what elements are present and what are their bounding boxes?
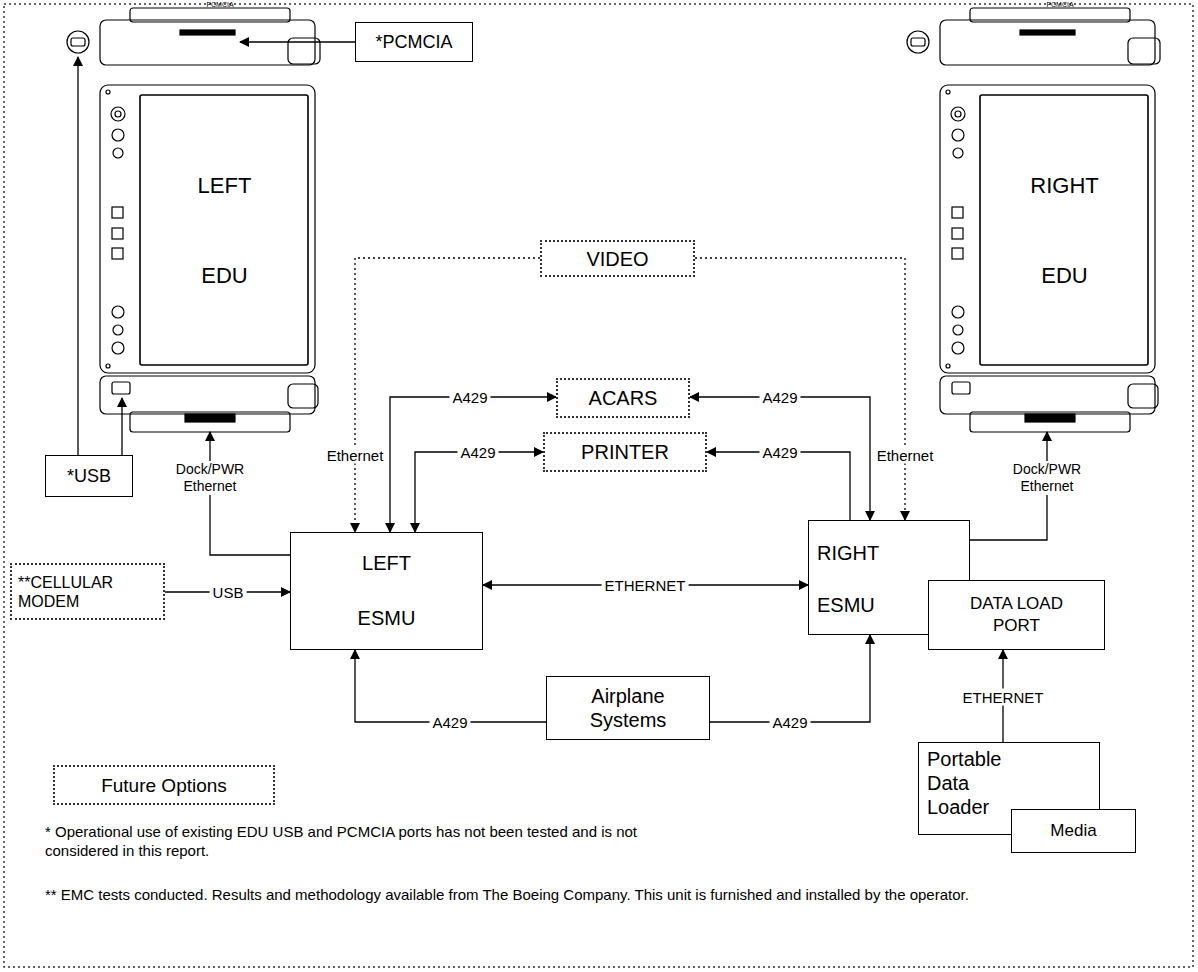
box-label: **CELLULAR MODEM — [18, 573, 157, 611]
connector — [690, 397, 870, 520]
footnote: * Operational use of existing EDU USB an… — [45, 822, 685, 860]
system-box: LEFT ESMU — [290, 532, 483, 650]
signal-label: A429 — [449, 389, 490, 406]
box-label: LEFT EDU — [185, 141, 265, 321]
connector — [355, 258, 540, 532]
system-box: ACARS — [556, 378, 690, 418]
right-edu-illustration — [907, 8, 1160, 432]
box-label: Airplane Systems — [568, 684, 688, 732]
connector — [355, 650, 546, 722]
usb-leader — [77, 57, 78, 455]
signal-label: ETHERNET — [960, 689, 1047, 706]
leader-lines — [78, 42, 355, 455]
signal-label: A429 — [769, 714, 810, 731]
outer-border — [4, 4, 1193, 967]
box-label: Media — [1050, 821, 1096, 841]
system-box: VIDEO — [540, 240, 695, 277]
port-label: PCMCIA — [190, 1, 250, 8]
signal-label: A429 — [759, 389, 800, 406]
box-label: RIGHT ESMU — [817, 527, 917, 631]
signal-label: A429 — [457, 444, 498, 461]
connector — [390, 397, 556, 532]
box-label: RIGHT EDU — [1025, 141, 1105, 321]
left-edu-illustration — [67, 8, 320, 432]
signal-label: A429 — [759, 444, 800, 461]
pcmcia-leader — [240, 41, 355, 42]
system-box: Future Options — [53, 765, 275, 805]
system-box: Media — [1011, 809, 1136, 853]
box-label: ACARS — [589, 386, 658, 410]
box-label: Future Options — [101, 774, 227, 797]
signal-label: Ethernet — [324, 447, 387, 464]
system-box: Portable Data LoaderMedia — [918, 742, 1100, 835]
box-label: VIDEO — [586, 247, 648, 271]
system-box: Airplane Systems — [546, 676, 710, 740]
connector — [695, 258, 905, 520]
box-label: *USB — [67, 465, 111, 487]
box-label: Portable Data Loader — [927, 747, 1022, 819]
box-label: DATA LOAD PORT — [957, 593, 1077, 637]
system-box: LEFT EDU — [100, 85, 315, 432]
footnote: ** EMC tests conducted. Results and meth… — [45, 885, 1165, 904]
signal-label: A429 — [429, 714, 470, 731]
system-box: PRINTER — [543, 432, 707, 472]
system-box: *PCMCIA — [355, 22, 473, 62]
signal-label: Dock/PWR Ethernet — [999, 461, 1095, 495]
system-box: DATA LOAD PORT — [928, 580, 1105, 650]
signal-label: Dock/PWR Ethernet — [162, 461, 258, 495]
system-box: **CELLULAR MODEM — [10, 563, 165, 620]
signal-label: USB — [210, 584, 247, 601]
signal-label: Ethernet — [874, 447, 937, 464]
connector — [707, 452, 850, 520]
system-box: *USB — [45, 455, 133, 497]
box-label: PRINTER — [581, 440, 669, 464]
box-label: *PCMCIA — [375, 31, 452, 53]
usb-leader — [121, 398, 122, 455]
connector — [415, 452, 543, 532]
port-label: PCMCIA — [1030, 1, 1090, 8]
connector — [710, 635, 870, 722]
box-label: LEFT ESMU — [347, 536, 427, 646]
signal-label: ETHERNET — [602, 577, 689, 594]
system-box: RIGHT EDU — [940, 85, 1155, 432]
